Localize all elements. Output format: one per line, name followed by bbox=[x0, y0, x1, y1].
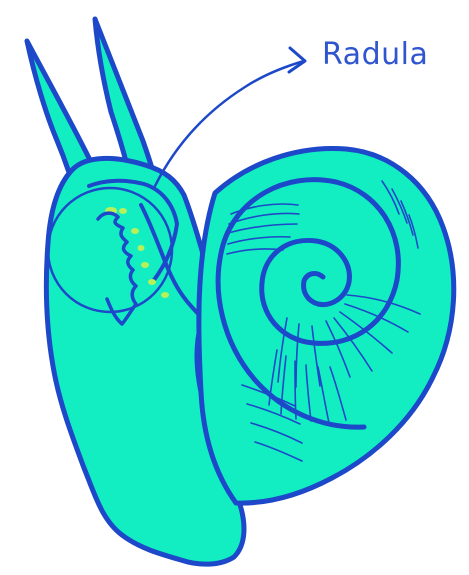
snail-shell bbox=[199, 148, 454, 503]
radula-label: Radula bbox=[322, 37, 428, 72]
arrow-right-icon bbox=[289, 48, 305, 72]
